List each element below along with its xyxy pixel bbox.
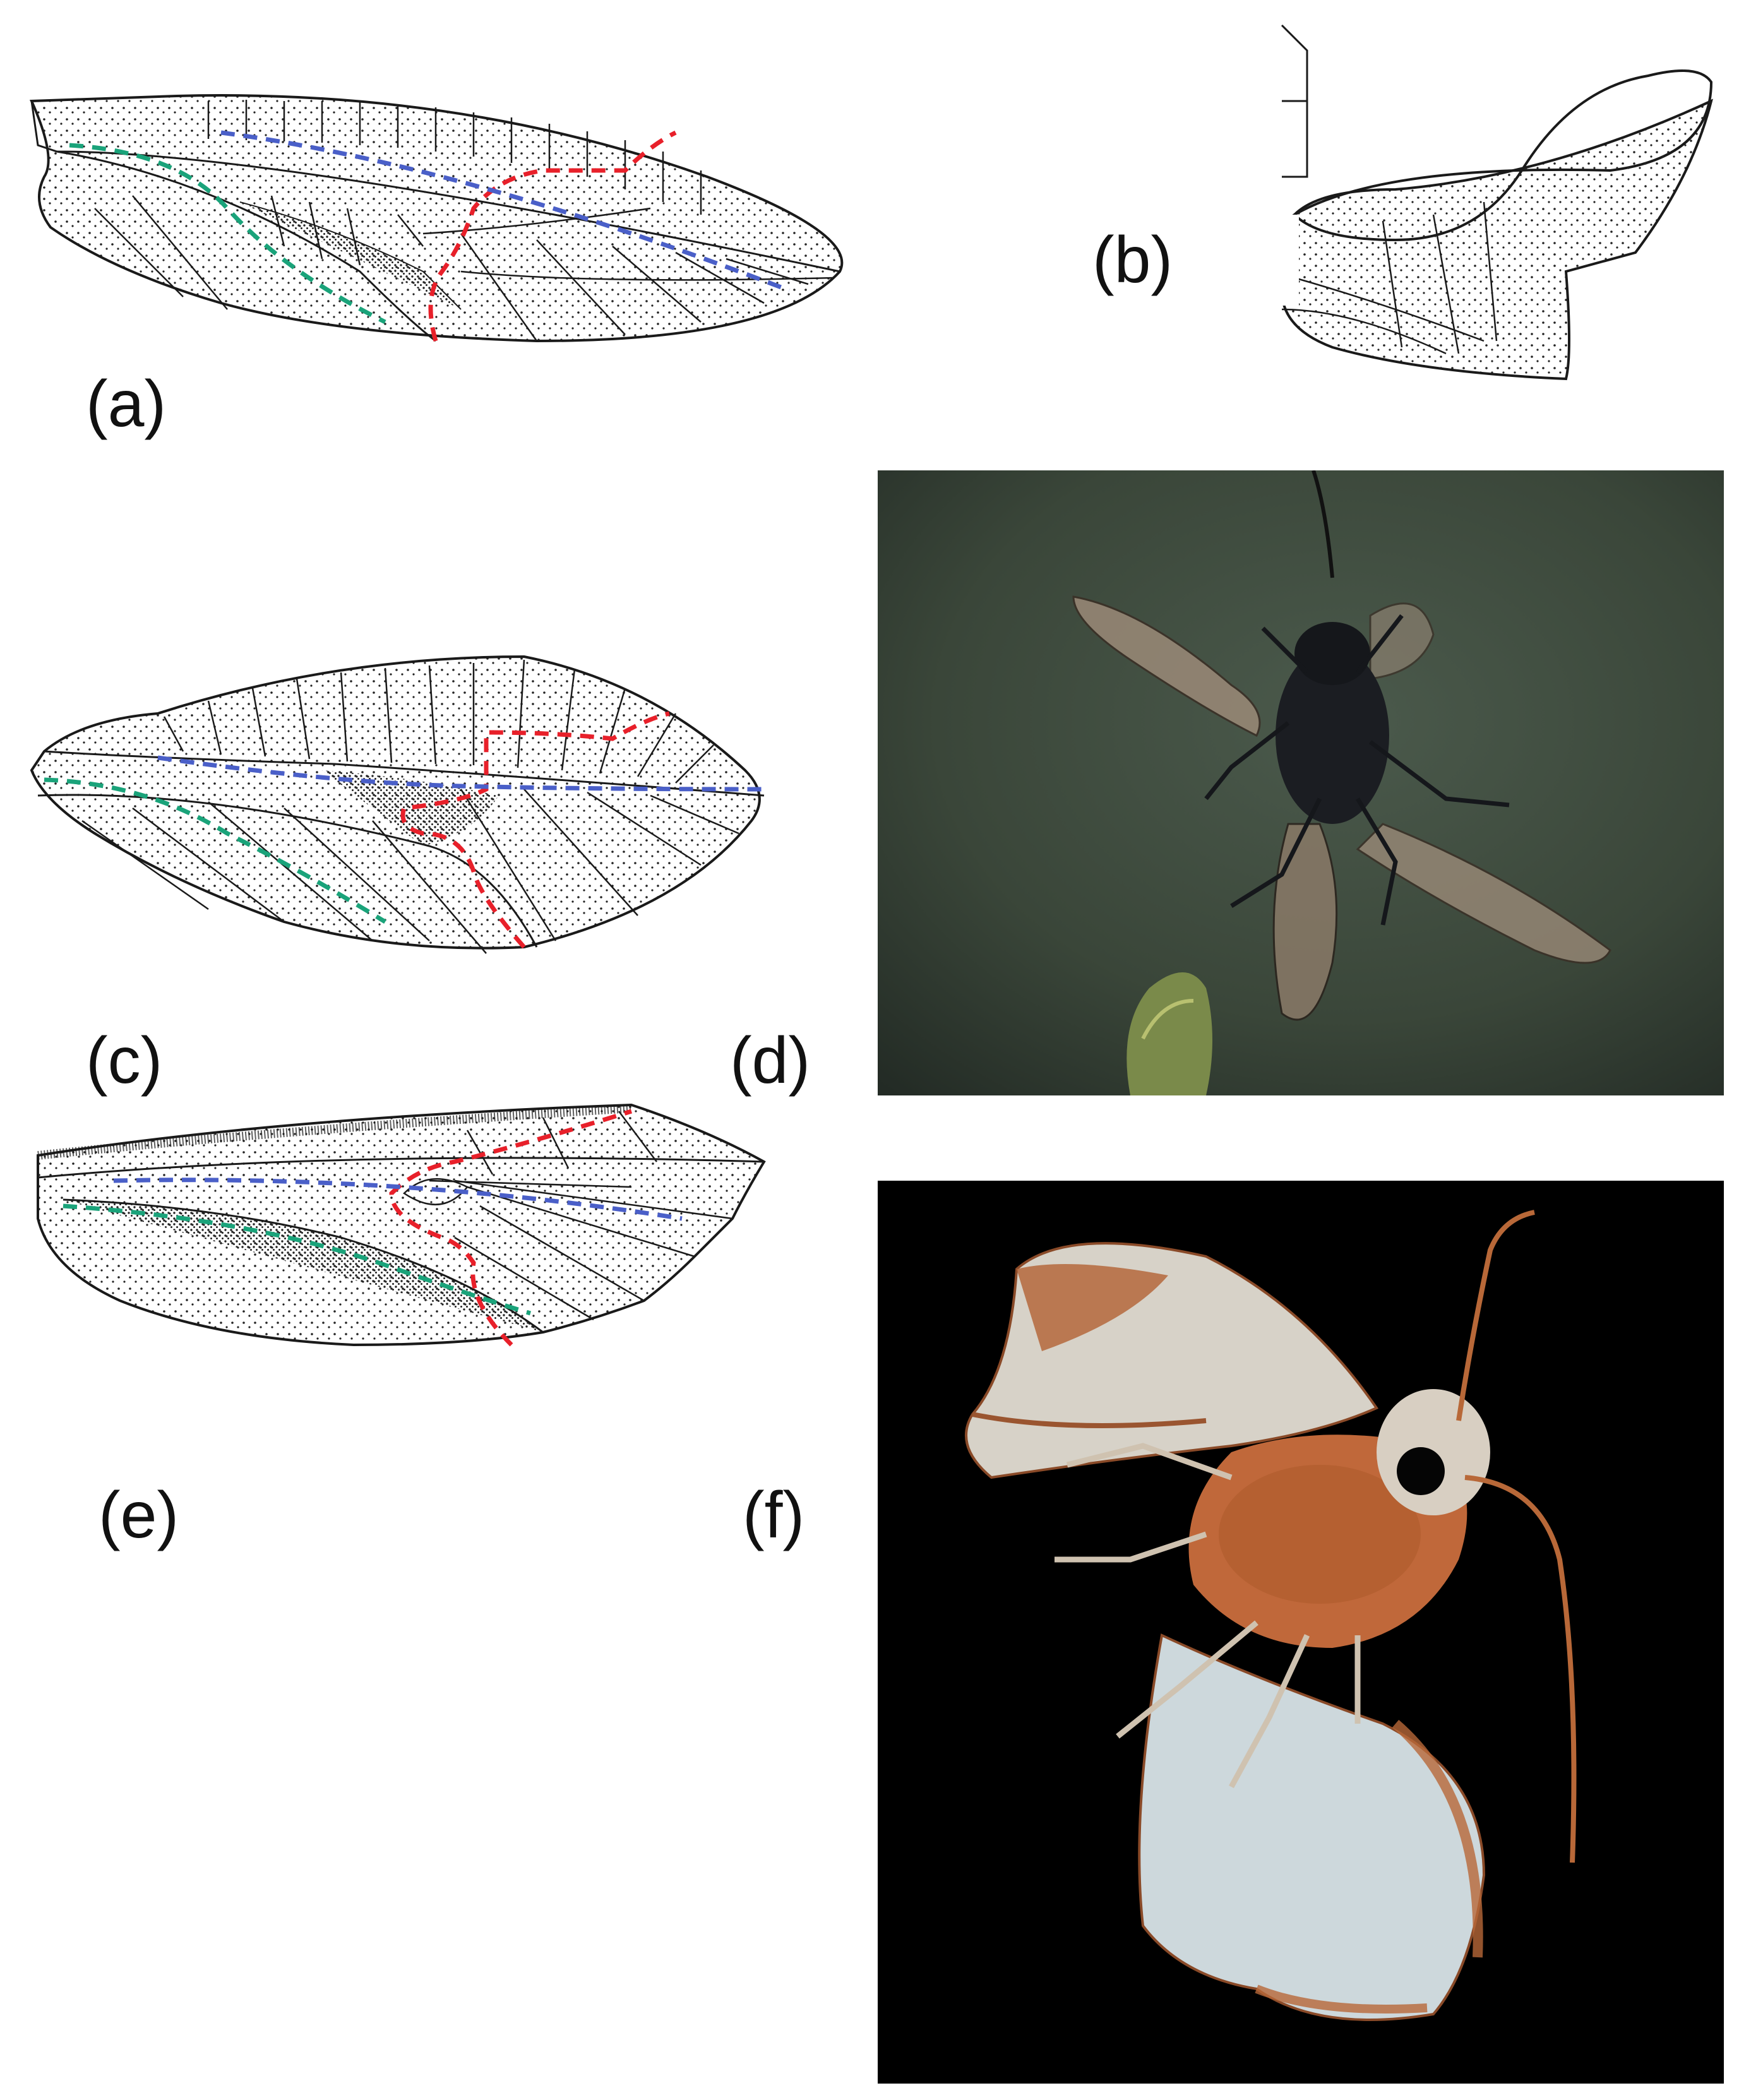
moth-legs — [1055, 1443, 1361, 1789]
insect-wing-upper-right — [1369, 602, 1435, 680]
moth-antenna-left — [1456, 1210, 1535, 1421]
insect-wing-lower-left — [1272, 823, 1338, 1021]
moth-hindwing-lower — [1138, 1633, 1486, 2021]
insect-antenna — [1312, 470, 1334, 578]
plant-bud — [1126, 972, 1212, 1095]
panel-d-photo — [878, 470, 1724, 1095]
panel-e-wing-drawing — [25, 1092, 783, 1376]
insect-legs — [1204, 614, 1510, 926]
panel-c-wing-drawing — [19, 644, 777, 960]
panel-label-b: (b) — [1086, 215, 1300, 306]
blue-dashed-line — [157, 755, 765, 792]
panel-label-d: (d) — [726, 1023, 815, 1099]
panel-label-a: (a) — [82, 366, 170, 442]
panel-label-c: (c) — [82, 1023, 167, 1099]
red-dashed-line — [400, 711, 670, 949]
panel-label-f: (f) — [739, 1477, 809, 1553]
green-dashed-line — [44, 777, 386, 924]
blue-dashed-line — [220, 130, 791, 293]
green-dashed-line — [63, 1203, 532, 1316]
red-dashed-line — [428, 130, 677, 342]
forewing-outline — [29, 94, 844, 343]
panel-b-wing-drawing — [1257, 13, 1724, 404]
insect-wing-lower-right — [1356, 823, 1611, 964]
wing-e-outline — [37, 1103, 766, 1347]
panel-f-photo — [878, 1181, 1724, 2084]
green-dashed-line — [69, 143, 386, 325]
blue-dashed-line — [113, 1178, 683, 1221]
panel-label-e: (e) — [95, 1477, 183, 1553]
moth-eye — [1397, 1447, 1445, 1495]
moth-antenna-right — [1464, 1475, 1577, 1863]
hindwing-body — [1279, 98, 1713, 381]
insect-body — [1276, 647, 1389, 824]
antenna-stub — [1281, 24, 1308, 178]
panel-a-wing-drawing — [19, 82, 865, 360]
red-dashed-line — [389, 1109, 633, 1347]
insect-wing-upper-left — [1072, 595, 1261, 737]
